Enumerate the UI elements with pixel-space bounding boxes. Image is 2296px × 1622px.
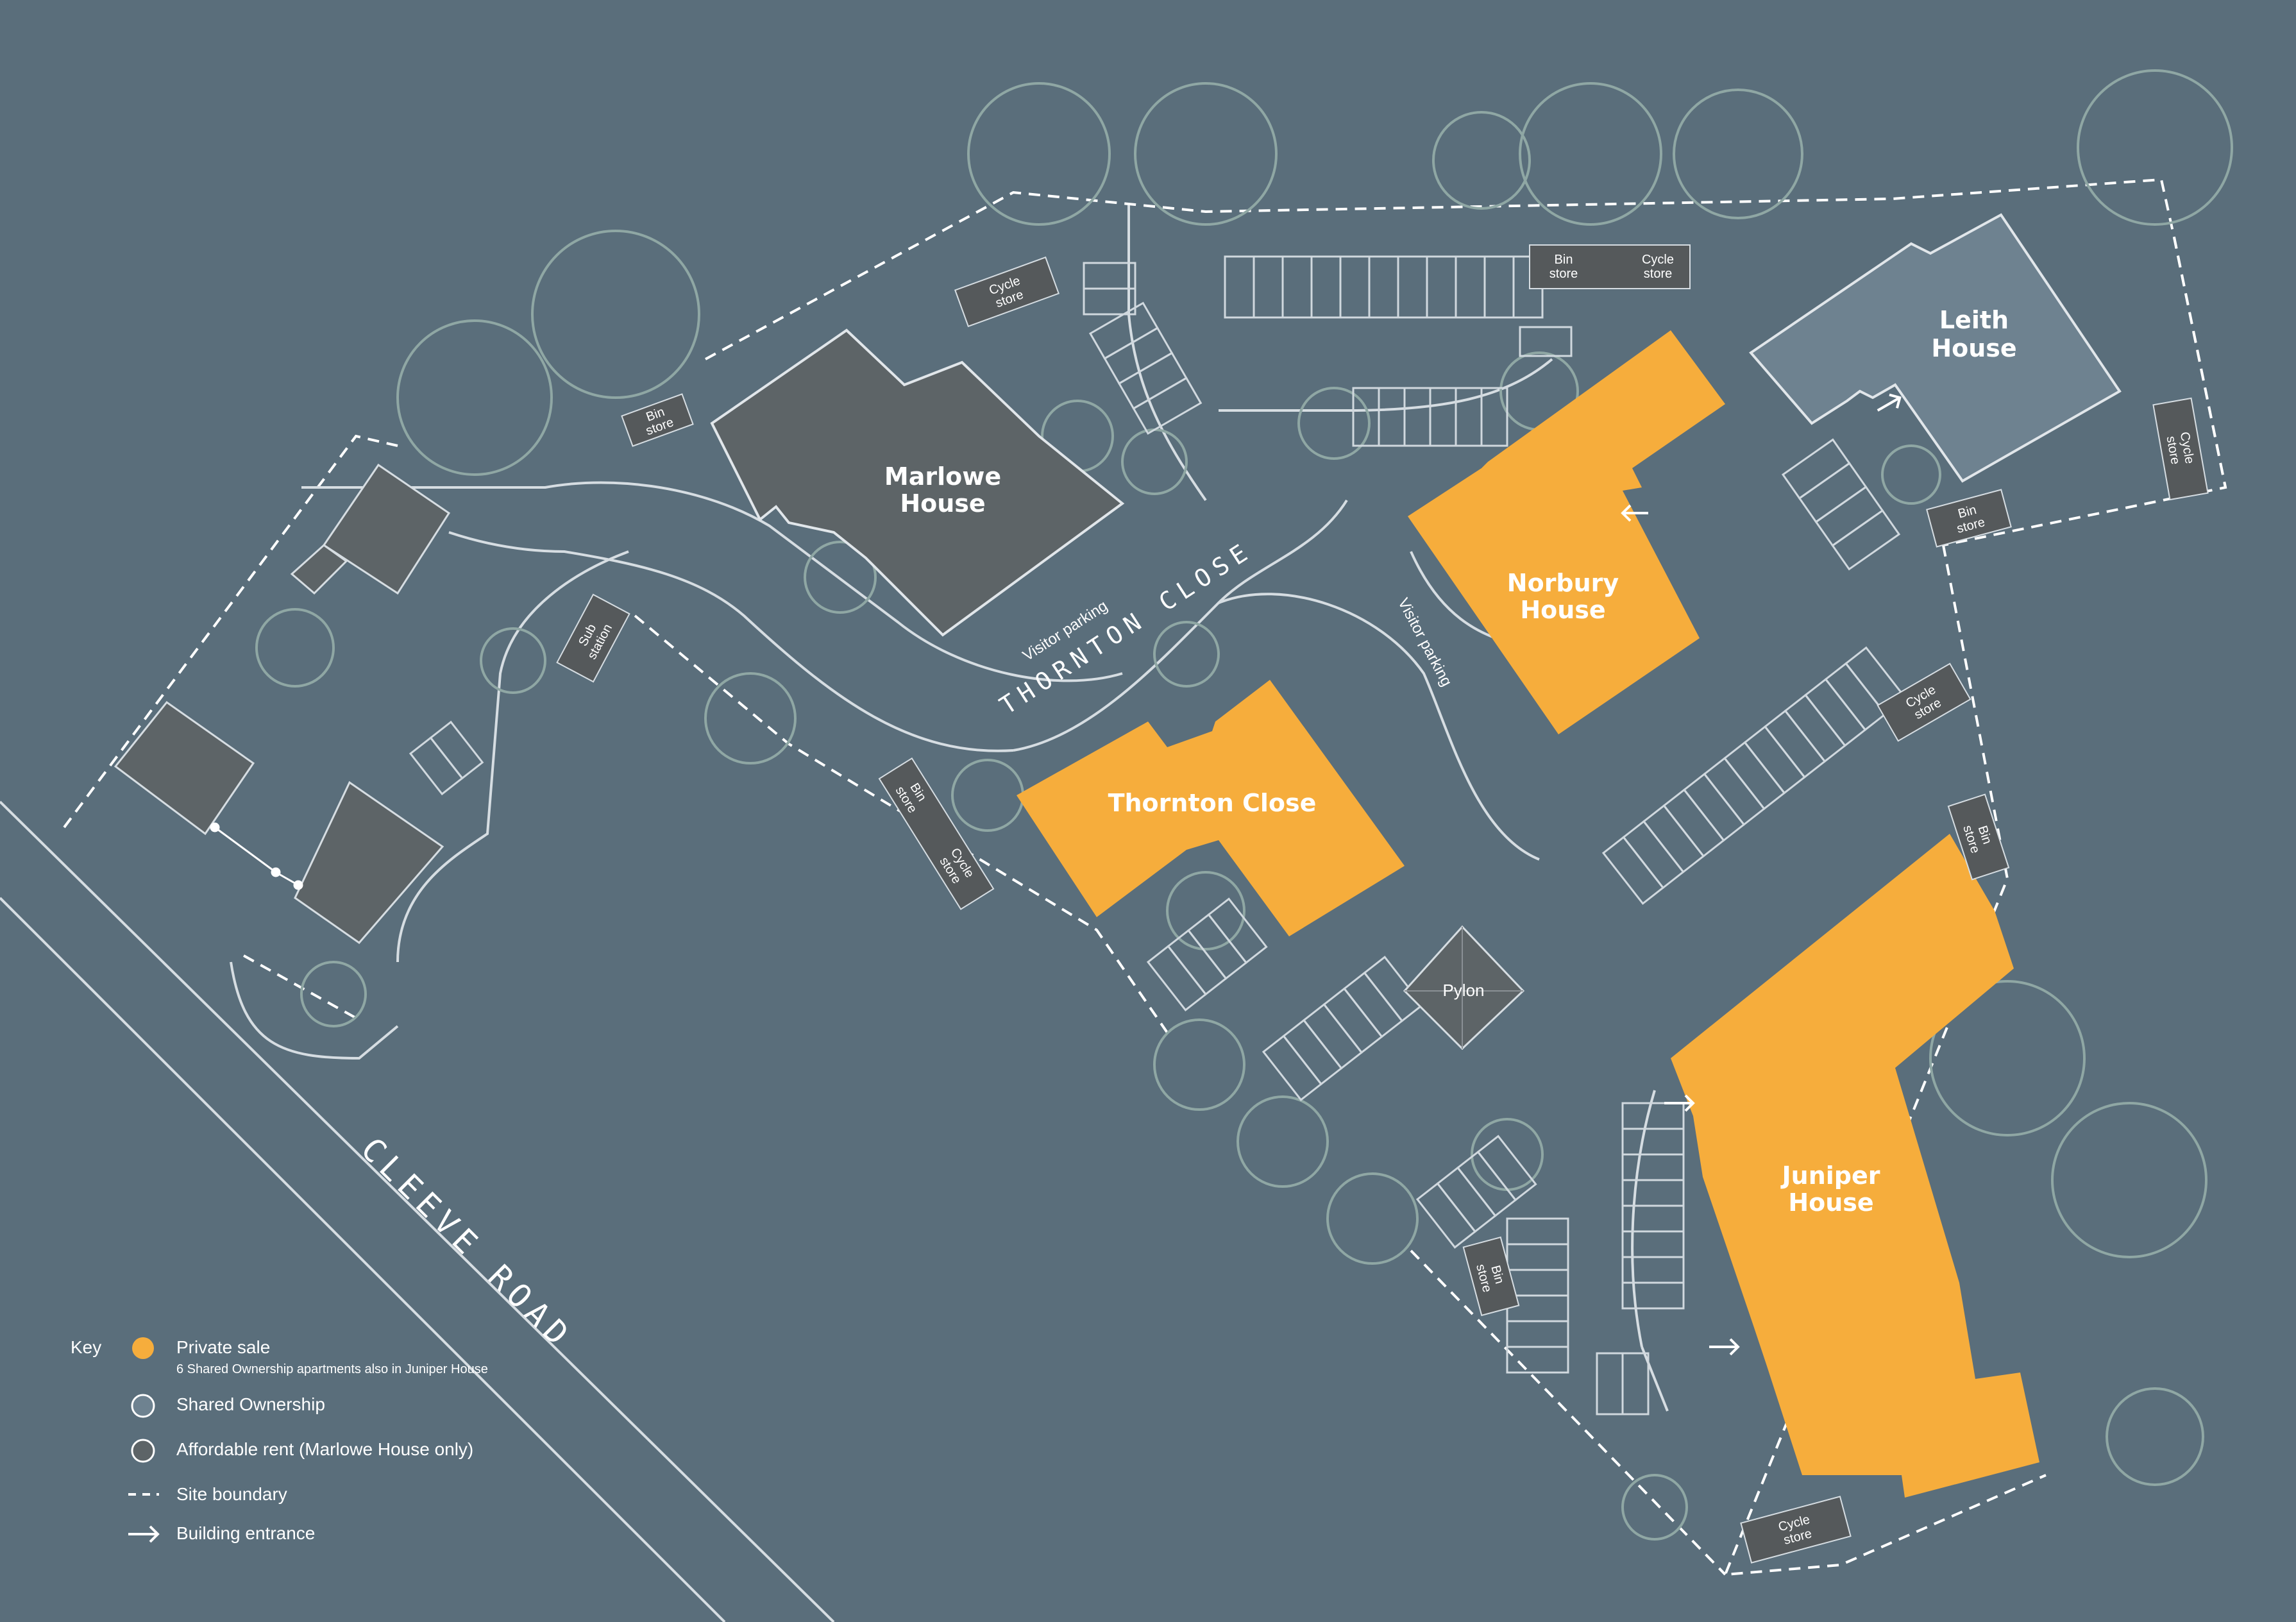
houses-west xyxy=(114,463,451,945)
store-label: Cycle xyxy=(1642,253,1674,267)
bin-store-3: Bin store xyxy=(1947,793,2010,881)
entrance-arrow xyxy=(1709,1338,1740,1356)
legend-swatch-affordable-rent xyxy=(131,1439,155,1463)
juniper-house[interactable]: Juniper House xyxy=(1671,834,2039,1498)
leith-house-label: House xyxy=(1931,334,2016,362)
bin-store-leith: Bin store xyxy=(1926,489,2012,548)
cycle-store-leith: Cycle store xyxy=(2152,397,2209,501)
pylon-label: Pylon xyxy=(1442,981,1484,1000)
legend-shared-ownership: Shared Ownership xyxy=(176,1394,325,1414)
parking-bays xyxy=(409,255,1907,1415)
bin-store-1: Bin store xyxy=(621,393,694,447)
site-boundary xyxy=(63,178,2227,1576)
marlowe-house-label: Marlowe xyxy=(884,462,1001,491)
cleeve-road xyxy=(0,800,835,1622)
store-label: Bin xyxy=(1555,253,1573,267)
substation: Sub station xyxy=(556,593,630,683)
trees xyxy=(255,69,2233,1541)
bin-store-4: Bin store xyxy=(1462,1236,1520,1317)
norbury-house-label: House xyxy=(1520,596,1605,624)
leith-house[interactable]: Leith House xyxy=(1749,213,2122,483)
entrance-arrow xyxy=(1877,393,1902,412)
juniper-house-label: Juniper xyxy=(1780,1162,1880,1190)
cycle-store-3: Cycle store xyxy=(1877,663,1971,742)
store-label: store xyxy=(1644,267,1672,281)
bin-cycle-store-2: Bin store Cycle store xyxy=(878,757,995,911)
legend-site-boundary: Site boundary xyxy=(176,1484,287,1504)
thornton-close-label: Thornton Close xyxy=(1108,789,1317,817)
entrance-arrow xyxy=(1621,504,1648,522)
legend-swatch-shared-ownership xyxy=(131,1394,155,1418)
cycle-store-1: Cycle store xyxy=(954,256,1060,328)
path-dots xyxy=(210,822,303,890)
pylon: Pylon xyxy=(1403,925,1525,1051)
legend-title: Key xyxy=(71,1337,101,1357)
legend-swatch-entrance-arrow xyxy=(128,1525,160,1543)
leith-house-label: Leith xyxy=(1939,306,2009,334)
cycle-store-4: Cycle store xyxy=(1740,1496,1852,1564)
legend-private-sale-note: 6 Shared Ownership apartments also in Ju… xyxy=(176,1362,488,1376)
norbury-house-label: Norbury xyxy=(1507,569,1619,597)
map-legend: Key Private sale 6 Shared Ownership apar… xyxy=(71,1337,488,1543)
marlowe-house-label: House xyxy=(900,489,985,518)
store-label: store xyxy=(1549,267,1578,281)
road-label-cleeve-road: CLEEVE ROAD xyxy=(354,1130,580,1356)
legend-affordable-rent: Affordable rent (Marlowe House only) xyxy=(176,1439,473,1459)
norbury-house[interactable]: Norbury House xyxy=(1408,330,1725,734)
thornton-close-building[interactable]: Thornton Close xyxy=(1017,680,1405,936)
juniper-house-label: House xyxy=(1788,1188,1873,1217)
entrance-arrow xyxy=(1664,1094,1695,1112)
marlowe-house[interactable]: Marlowe House xyxy=(710,328,1125,637)
building-entrance-arrows xyxy=(1621,393,1902,1356)
bin-cycle-store-top: Bin store Cycle store xyxy=(1529,244,1691,289)
legend-building-entrance: Building entrance xyxy=(176,1523,315,1543)
legend-private-sale: Private sale xyxy=(176,1337,270,1357)
legend-swatch-private-sale xyxy=(132,1337,154,1359)
